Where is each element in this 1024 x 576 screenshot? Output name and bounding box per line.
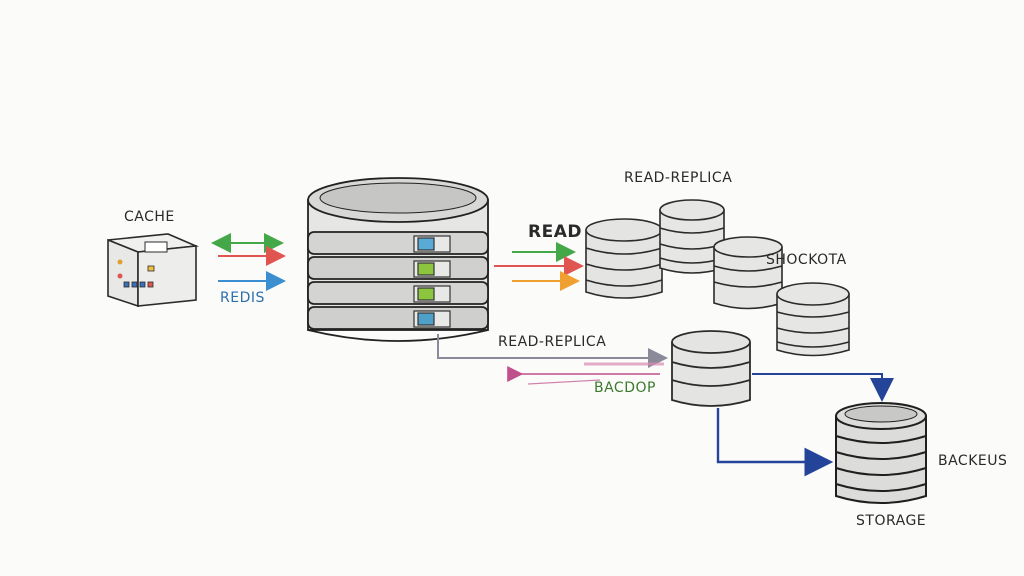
primary-database [307, 177, 489, 342]
read-replica-mid-label: READ-REPLICA [498, 334, 607, 350]
backup-arrow-to-storage-bottom [716, 408, 834, 477]
shard-db-2 [776, 282, 850, 357]
read-replica-top-label: READ-REPLICA [624, 170, 733, 186]
replication-line [437, 334, 668, 368]
shard-db-1 [713, 236, 783, 310]
shards-label: SHOCKOTA [766, 252, 847, 268]
storage-db [835, 402, 927, 504]
storage-label: STORAGE [856, 513, 927, 529]
read-label: READ [528, 222, 582, 242]
backup-label: BACDOP [594, 380, 656, 396]
backup-return-arrow-2 [527, 379, 601, 385]
backups-label: BACKEUS [938, 453, 1008, 469]
cache-label: CACHE [124, 209, 175, 225]
replica-db-1 [585, 218, 663, 299]
cache-server-box [107, 233, 200, 308]
replica-db-mid [671, 330, 751, 407]
redis-label: REDIS [220, 290, 265, 306]
primary-database-drives [413, 235, 451, 328]
backup-arrow-to-storage-top [752, 373, 894, 402]
